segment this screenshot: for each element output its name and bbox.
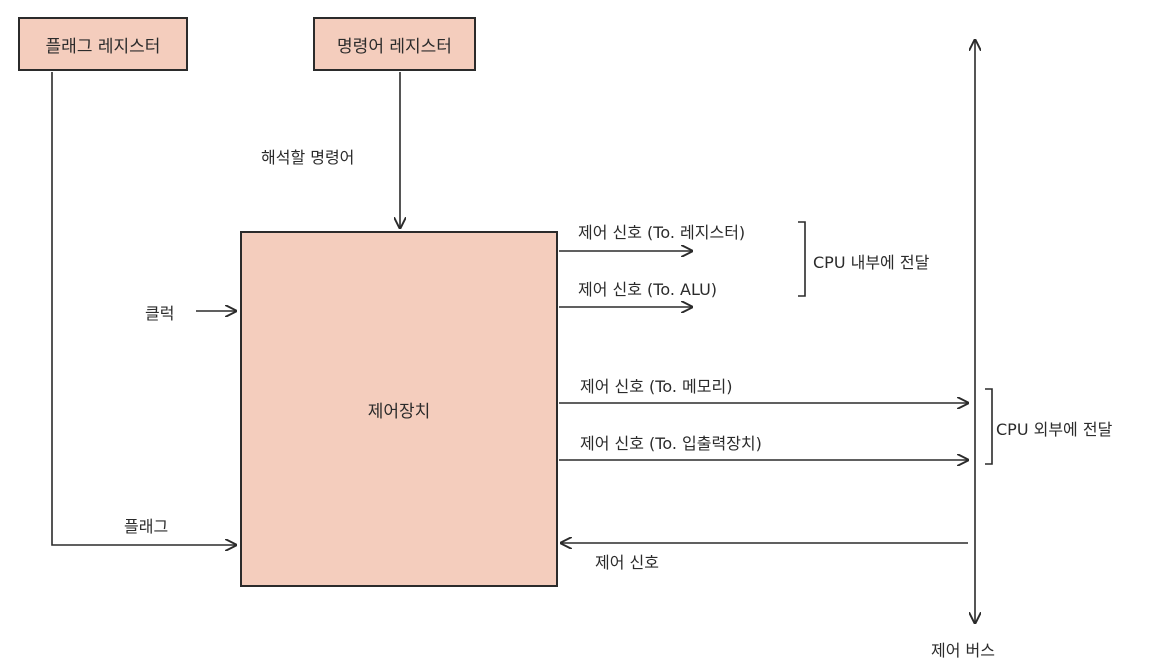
- signal-to-io-label: 제어 신호 (To. 입출력장치): [580, 434, 762, 453]
- instruction-register-label: 명령어 레지스터: [337, 36, 452, 57]
- signal-to-memory-label: 제어 신호 (To. 메모리): [580, 377, 733, 396]
- control-bus-label: 제어 버스: [931, 641, 995, 660]
- cpu-external-label: CPU 외부에 전달: [996, 420, 1113, 439]
- flag-register-box: 플래그 레지스터: [18, 17, 188, 71]
- internal-brace: [798, 221, 806, 297]
- external-brace: [985, 388, 993, 465]
- control-unit-box: 제어장치: [240, 231, 558, 587]
- signal-from-bus-label: 제어 신호: [595, 553, 659, 572]
- control-unit-label: 제어장치: [367, 401, 431, 422]
- instruction-to-decode-label: 해석할 명령어: [261, 148, 355, 167]
- flag-arrow: [51, 72, 236, 545]
- instruction-register-box: 명령어 레지스터: [313, 17, 476, 71]
- flag-label: 플래그: [124, 517, 169, 536]
- signal-to-alu-label: 제어 신호 (To. ALU): [578, 280, 718, 299]
- cpu-internal-label: CPU 내부에 전달: [813, 253, 930, 272]
- clock-label: 클럭: [145, 304, 175, 323]
- flag-register-label: 플래그 레지스터: [45, 36, 161, 57]
- signal-to-register-label: 제어 신호 (To. 레지스터): [578, 223, 746, 242]
